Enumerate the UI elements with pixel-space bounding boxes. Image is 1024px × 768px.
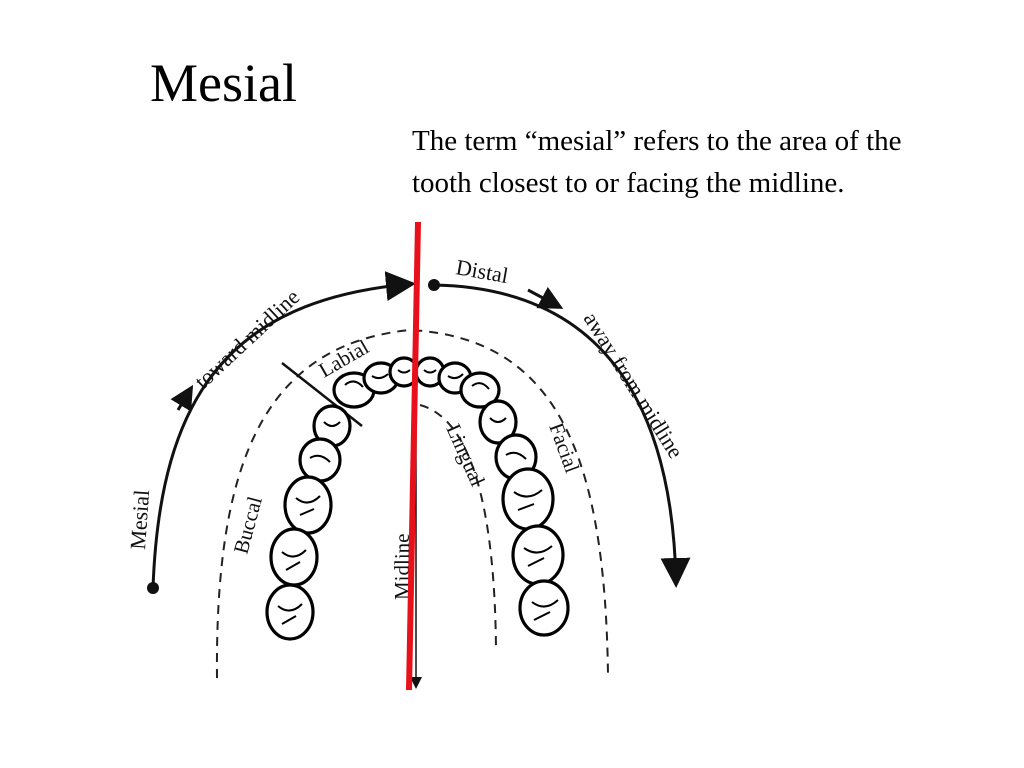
- definition-line-1: The term “mesial” refers to the area of …: [412, 125, 902, 157]
- definition-line-2: tooth closest to or facing the midline.: [412, 167, 845, 199]
- midline-red-line: [406, 221, 421, 691]
- label-away-from-midline: away from midline: [579, 307, 689, 462]
- slide-title: Mesial: [150, 53, 297, 113]
- away-from-midline-arrow: [428, 279, 691, 588]
- label-distal: Distal: [454, 254, 510, 288]
- definition-text: The term “mesial” refers to the area of …: [412, 120, 1012, 204]
- toward-midline-arrow: [147, 271, 416, 594]
- inner-dashed-arc: [419, 404, 497, 651]
- teeth-arch: [265, 356, 570, 641]
- small-arrow-distal: [527, 286, 564, 309]
- small-arrow-mesial: [170, 384, 194, 412]
- label-facial: Facial: [544, 420, 584, 477]
- label-mesial: Mesial: [125, 489, 154, 550]
- label-buccal: Buccal: [229, 494, 267, 557]
- label-toward-midline: toward midline: [189, 284, 304, 394]
